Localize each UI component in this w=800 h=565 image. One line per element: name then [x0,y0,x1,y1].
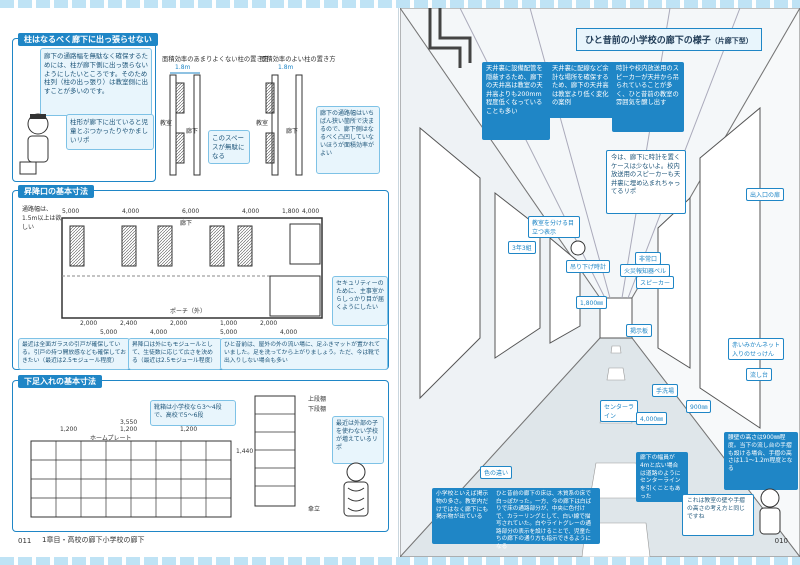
shoe-rack-elevation [30,440,232,518]
section2-porch-label: ポーチ（外） [170,308,207,315]
section3-title: 下足入れの基本寸法 [18,375,102,388]
tag-classroom: 教室を分ける目立つ表示 [528,216,580,238]
tag-bell: 火災報知器ベル [620,264,671,277]
tag-exit-sign: 出入口の扉 [746,188,785,201]
section3-base-label: ホームプレート [90,435,132,442]
section3-total-dim: 3,550 [120,419,138,426]
tag-signboard: 3年3組 [508,241,536,254]
diagram-b-title: 面積効率のよい柱の置き方 [260,56,336,63]
callout-ceiling-wiring: 天井裏に配線など余計な場所を確保するため、廊下の天井高は教室より低く変化の案例 [548,62,616,118]
section3-side-label-2: 下段棚 [308,406,327,413]
section2-bottom-dims: 2,000 2,400 2,000 1,000 2,000 5,000 4,00… [80,320,298,336]
section2-corridor-label: 廊下 [180,220,193,227]
tag-clock: 吊り下げ時計 [566,260,611,273]
diagram-a-left-label: 教室 [160,120,173,127]
top-border [0,0,800,8]
callout-posters: 小学校といえば掲示物の多さ。教室内だけではなく廊下にも掲示物が出ている [432,488,496,544]
section3-side-label-3: 傘立 [308,506,321,513]
tag-width: 4,000㎜ [636,412,668,425]
diagram-a-note: このスペースが無駄になる [208,130,250,165]
callout-centerline: 廊下の幅員が4mと広い場合は道路のようにセンターラインを引くこともあった [636,452,688,502]
right-page: ひと昔前の小学校の廊下の様子（片廊下型） 天井裏に設備配管を隠蔽するため、廊下の… [400,8,800,557]
right-page-number: 010 [774,537,788,545]
callout-clock-speaker: 時計や校内放送用のスピーカーが天井から吊られていることが多く、ひと昔前の教室の雰… [612,62,684,132]
left-chapter-label: 1章目・高校の廊下小学校の廊下 [42,536,145,544]
callout-floor-history: ひと昔前の廊下の床は、木質系の床で白っぽかった。一方、今の廊下は白ばりで床の通路… [492,488,600,550]
left-page: 柱はなるべく廊下に出っ張らせない 廊下の通路幅を無駄なく確保するためには、柱が廊… [0,8,399,557]
section2-width-label: 通路幅は、1.5m以上は欲しい [22,206,62,231]
diagram-a-title: 面積効率のあまりよくない柱の置き方 [162,56,270,63]
diagram-a-right-label: 廊下 [186,128,199,135]
tag-speaker: スピーカー [636,276,675,289]
section2-note-c: ひと昔前は、屋外の外の流い場に、足ふきマットが置かれていました。足を洗ってから上… [220,338,388,370]
tag-board: 掲示板 [626,324,652,337]
section3-side-label-1: 上段棚 [308,396,327,403]
section3-frame [12,380,389,532]
dim-ceiling: 1,800㎜ [576,296,608,309]
callout-handrail: これは教室の壁や手摺の高さの考え方と同じですね [682,494,754,536]
diagram-b [265,74,303,176]
section2-title: 昇降口の基本寸法 [18,185,94,198]
bottom-border [0,557,800,565]
section3-dim-1: 1,200 [60,426,78,433]
diagram-a-dim: 1.8m [175,64,191,71]
diagram-b-note: 廊下の通路幅はいちばん狭い箇所で決まるので、廊下側はなるべく凸凹していないほうが… [316,106,380,174]
section3-bubble: 最近は外部の子を使わない学校が増えているリポ [332,416,384,464]
section3-dim-2: 1,200 [120,426,138,433]
shoe-rack-section [254,395,296,507]
callout-today: 今は、廊下に時計を置くケースは少ないよ。校内放送用のスピーカーも天井裏に埋め込ま… [606,150,686,214]
section2-note-a: 最近は全面ガラスの引戸が確保している。引戸の持つ開放感なども確保しておきたい（最… [18,338,130,370]
right-page-title: ひと昔前の小学校の廊下の様子（片廊下型） [576,28,762,51]
callout-ceiling-height: 天井裏に設備配管を隠蔽するため、廊下の天井高は教室の天井高よりも200mm程度低… [482,62,550,140]
mascot-icon [759,488,781,535]
callout-wainscot: 腰壁の高さは900㎜程度。当下の流し台の手摺も設ける場合、手摺の高さは1.1～1… [724,432,798,490]
section3-note: 靴箱は小学校なら3～4段で、高校で5～6段 [150,400,236,426]
tag-sink: 流し台 [746,368,773,381]
diagram-b-dim: 1.8m [278,64,294,71]
tag-hand: 手洗場 [652,384,679,397]
section2-note-b: 昇降口は外にもモジュールとして、生徒数に応じて広さを決める（最近は2.5モジュー… [128,338,222,370]
section3-dim-3: 1,200 [180,426,198,433]
tag-900: 900㎜ [686,400,712,413]
teacher-icon [19,113,49,175]
diagram-a [169,72,201,176]
diagram-b-left-label: 教室 [256,120,269,127]
tag-floor: 色の違い [480,466,513,479]
robot-mascot-icon [343,462,369,517]
section2-security-note: セキュリティーのために、主事室からしっかり目が届くようにしたい [332,276,388,326]
section1-bubble: 柱形が廊下に出ていると児童とぶつかったりやかましいリポ [66,114,154,150]
section1-note: 廊下の通路幅を無駄なく確保するためには、柱が廊下側に出っ張らないようにしたいとこ… [40,48,152,116]
entrance-floor-plan [61,217,323,319]
section1-title: 柱はなるべく廊下に出っ張らせない [18,33,158,46]
diagram-b-right-label: 廊下 [286,128,299,135]
section3-height-dim: 1,440 [236,448,254,455]
tag-center: センターライン [600,400,638,422]
tag-soap: 赤いみかんネット入りのせっけん [728,338,784,360]
left-page-number: 011 [18,537,32,545]
